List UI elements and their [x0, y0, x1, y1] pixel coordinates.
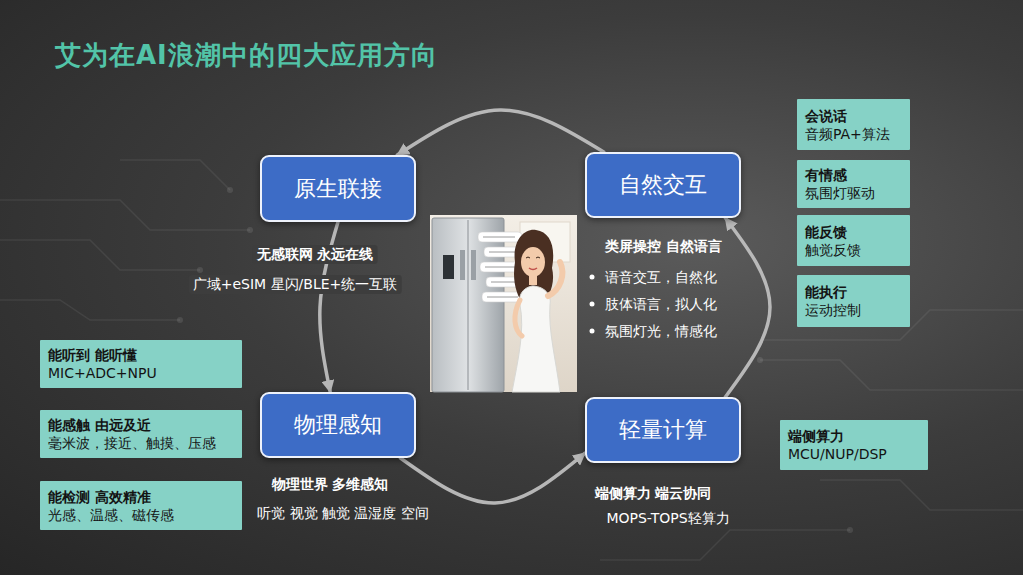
process-box: 原生联接 — [260, 155, 416, 222]
annotation: 听觉 视觉 触觉 温湿度 空间 — [257, 505, 429, 522]
feature-box: 会说话音频PA+算法 — [797, 99, 910, 150]
box-heading: 能检测 高效精准 — [48, 488, 151, 506]
box-heading: 物理感知 — [294, 411, 382, 439]
feature-box: 能听到 能听懂MIC+ADC+NPU — [40, 340, 242, 388]
annotation: 广域+eSIM 星闪/BLE+统一互联 — [189, 275, 402, 294]
box-body: 毫米波，接近、触摸、压感 — [48, 434, 216, 452]
box-heading: 端侧算力 — [788, 427, 844, 445]
box-heading: 自然交互 — [619, 171, 707, 199]
annotation: 端侧算力 端云协同 — [595, 485, 712, 502]
box-body: 氛围灯驱动 — [805, 184, 875, 202]
annotation: 物理世界 多维感知 — [272, 476, 389, 493]
process-box: 物理感知 — [260, 392, 416, 458]
flow-arrow — [725, 218, 770, 397]
box-body: 运动控制 — [805, 301, 861, 319]
feature-box: 能感触 由远及近毫米波，接近、触摸、压感 — [40, 410, 242, 458]
circuit-dots — [177, 187, 853, 533]
box-body: MIC+ADC+NPU — [48, 364, 157, 382]
box-heading: 能听到 能听懂 — [48, 346, 137, 364]
bullet-dots — [590, 275, 595, 334]
fridge-illustration — [430, 215, 577, 392]
annotation: 肢体语言，拟人化 — [605, 296, 717, 313]
box-heading: 会说话 — [805, 107, 847, 125]
annotation: 语音交互，自然化 — [605, 269, 717, 286]
flow-arrow — [397, 110, 603, 155]
circuit-lines — [0, 160, 1023, 560]
box-body: 触觉反馈 — [805, 241, 861, 259]
feature-box: 能检测 高效精准光感、温感、磁传感 — [40, 481, 242, 530]
flow-arrow — [400, 453, 585, 503]
box-heading: 能感触 由远及近 — [48, 416, 151, 434]
box-heading: 有情感 — [805, 166, 847, 184]
feature-box: 端侧算力MCU/NUP/DSP — [780, 420, 928, 470]
box-body: 光感、温感、磁传感 — [48, 506, 174, 524]
annotation: 氛围灯光，情感化 — [605, 323, 717, 340]
box-heading: 能反馈 — [805, 223, 847, 241]
feature-box: 能反馈触觉反馈 — [797, 215, 910, 266]
feature-box: 能执行运动控制 — [797, 275, 910, 327]
annotation: MOPS-TOPS轻算力 — [606, 510, 729, 527]
box-heading: 轻量计算 — [619, 416, 707, 444]
process-box: 自然交互 — [585, 152, 741, 218]
slide-title: 艾为在AI浪潮中的四大应用方向 — [55, 38, 438, 73]
box-body: 音频PA+算法 — [805, 125, 890, 143]
box-body: MCU/NUP/DSP — [788, 445, 887, 463]
annotation: 无感联网 永远在线 — [253, 245, 378, 264]
box-heading: 能执行 — [805, 283, 847, 301]
box-heading: 原生联接 — [294, 175, 382, 203]
feature-box: 有情感氛围灯驱动 — [797, 160, 910, 208]
annotation: 类屏操控 自然语言 — [605, 238, 722, 255]
process-box: 轻量计算 — [585, 397, 741, 463]
